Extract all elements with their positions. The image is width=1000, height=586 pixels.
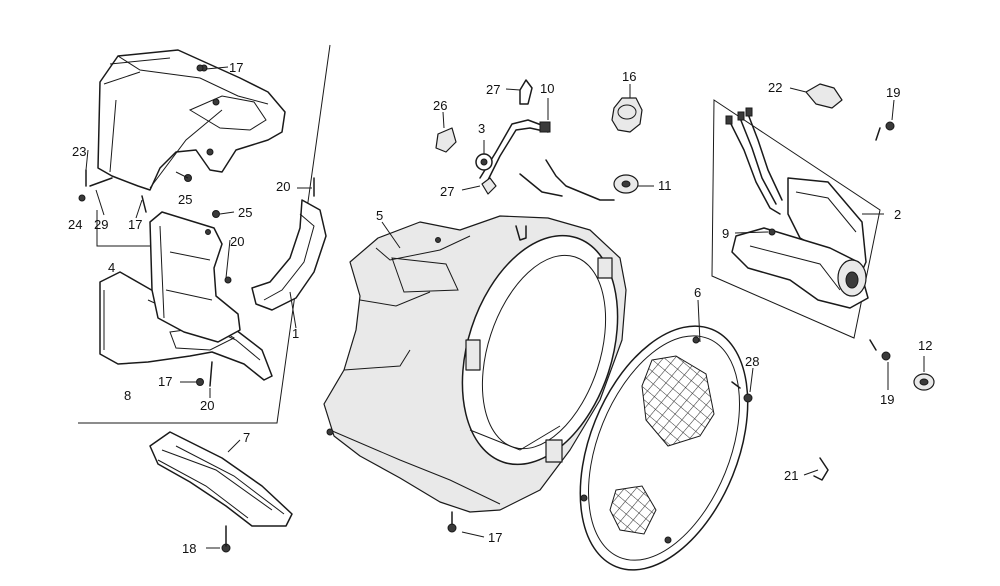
callout-20: 20 — [230, 234, 244, 249]
part-4-upper-shroud — [97, 49, 286, 191]
callout-7: 7 — [243, 430, 250, 445]
callout-11: 11 — [658, 178, 672, 193]
callout-28: 28 — [745, 354, 759, 369]
callout-20: 20 — [200, 398, 214, 413]
callout-19: 19 — [880, 392, 894, 407]
callout-8: 8 — [124, 388, 131, 403]
part-7-deflector — [149, 431, 293, 553]
part-20-inner-shroud — [149, 211, 241, 343]
callout-2: 2 — [894, 207, 901, 222]
callout-9: 9 — [722, 226, 729, 241]
callout-6: 6 — [694, 285, 701, 300]
part-5-fan-housing — [323, 215, 627, 533]
leader-lines — [85, 66, 925, 549]
callout-5: 5 — [376, 208, 383, 223]
callout-21: 21 — [784, 468, 798, 483]
left-fasteners — [78, 64, 315, 387]
callout-18: 18 — [182, 541, 196, 556]
callout-17: 17 — [128, 217, 142, 232]
callout-12: 12 — [918, 338, 932, 353]
wire-harness — [435, 79, 643, 201]
callout-19: 19 — [886, 85, 900, 100]
callout-labels: 17 23 29 24 17 25 25 4 20 20 1 17 20 8 7… — [68, 60, 932, 556]
callout-27: 27 — [440, 184, 454, 199]
part-2-control-box — [725, 107, 869, 309]
left-assembly-frame — [78, 44, 331, 424]
right-assembly-frame — [711, 99, 881, 339]
callout-16: 16 — [622, 69, 636, 84]
callout-17: 17 — [488, 530, 502, 545]
callout-22: 22 — [768, 80, 782, 95]
callout-29: 29 — [94, 217, 108, 232]
callout-26: 26 — [433, 98, 447, 113]
part-6-fan-guard — [579, 325, 749, 571]
callout-25: 25 — [178, 192, 192, 207]
right-fasteners — [731, 83, 935, 481]
callout-24: 24 — [68, 217, 82, 232]
callout-3: 3 — [478, 121, 485, 136]
callout-23: 23 — [72, 144, 86, 159]
callout-27: 27 — [486, 82, 500, 97]
callout-20: 20 — [276, 179, 290, 194]
callout-17: 17 — [229, 60, 243, 75]
callout-1: 1 — [292, 326, 299, 341]
callout-25: 25 — [238, 205, 252, 220]
callout-10: 10 — [540, 81, 554, 96]
callout-4: 4 — [108, 260, 115, 275]
callout-17: 17 — [158, 374, 172, 389]
part-1-side-cover — [251, 199, 327, 311]
